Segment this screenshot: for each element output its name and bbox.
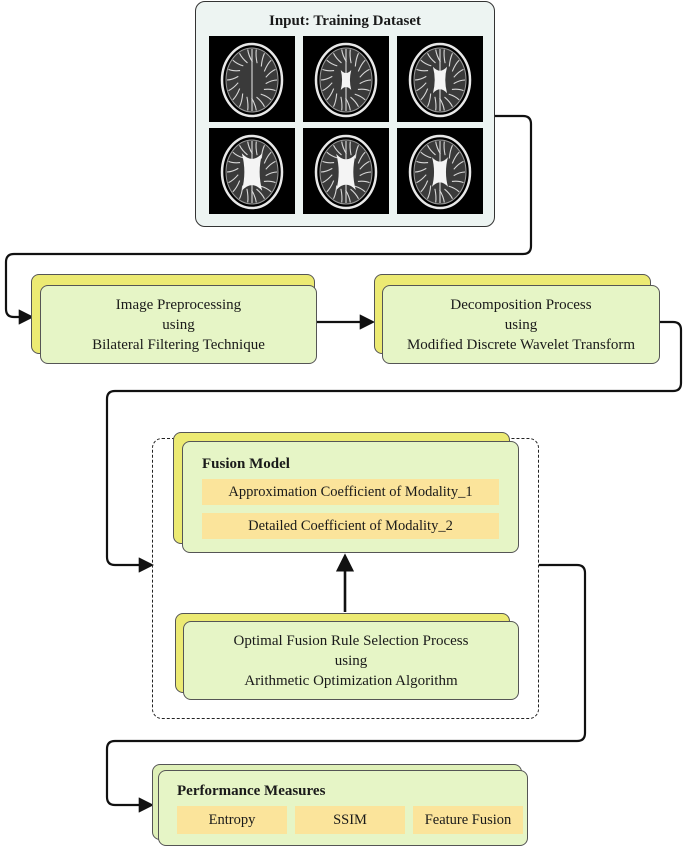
- optimal-line-1: Optimal Fusion Rule Selection Process: [233, 632, 469, 649]
- ssim-chip: SSIM: [295, 806, 405, 834]
- optimal-fusion-rule-box: Optimal Fusion Rule Selection Process us…: [183, 621, 519, 700]
- preprocessing-line-2: using: [162, 316, 195, 333]
- mri-scan-6: [397, 128, 483, 214]
- input-title: Input: Training Dataset: [269, 13, 421, 29]
- mri-scan-2: [303, 36, 389, 122]
- mri-scan-1: [209, 36, 295, 122]
- decomposition-line-3: Modified Discrete Wavelet Transform: [406, 336, 636, 353]
- preprocessing-line-1: Image Preprocessing: [115, 296, 242, 313]
- mri-scan-5: [303, 128, 389, 214]
- decomposition-line-2: using: [504, 316, 538, 333]
- arrow-decomposition-to-fusion: [105, 320, 683, 573]
- performance-measures-box: Performance Measures Entropy SSIM Featur…: [158, 770, 528, 846]
- approximation-coefficient-chip: Approximation Coefficient of Modality_1: [202, 479, 499, 505]
- preprocessing-box: Image Preprocessing using Bilateral Filt…: [40, 285, 317, 364]
- feature-fusion-chip: Feature Fusion: [413, 806, 523, 834]
- decomposition-line-1: Decomposition Process: [450, 296, 592, 313]
- decomposition-box: Decomposition Process using Modified Dis…: [382, 285, 660, 364]
- arrow-fusion-to-performance: [105, 563, 587, 813]
- fusion-model-box: Fusion Model Approximation Coefficient o…: [182, 441, 519, 553]
- performance-title: Performance Measures: [177, 783, 326, 799]
- arrow-input-to-preprocessing: [4, 114, 533, 325]
- mri-scan-4: [209, 128, 295, 214]
- mri-scan-3: [397, 36, 483, 122]
- optimal-line-3: Arithmetic Optimization Algorithm: [244, 672, 458, 689]
- entropy-chip: Entropy: [177, 806, 287, 834]
- preprocessing-line-3: Bilateral Filtering Technique: [92, 336, 265, 353]
- fusion-model-title: Fusion Model: [202, 456, 290, 472]
- detailed-coefficient-chip: Detailed Coefficient of Modality_2: [202, 513, 499, 539]
- optimal-line-2: using: [334, 652, 368, 669]
